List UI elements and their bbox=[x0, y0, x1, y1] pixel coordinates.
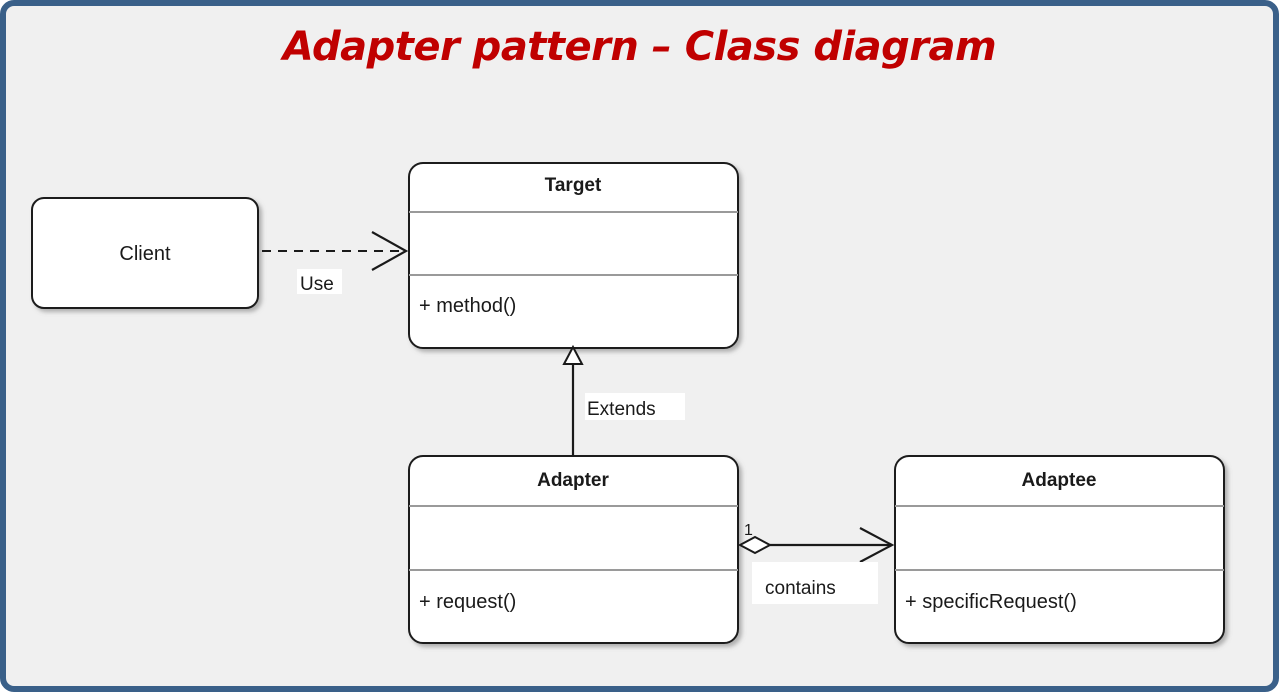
client-box[interactable] bbox=[31, 197, 259, 309]
node-adapter[interactable]: Adapter + request() bbox=[408, 455, 739, 644]
adaptee-methods: + specificRequest() bbox=[905, 591, 1077, 613]
edge-contains[interactable]: 1 contains bbox=[737, 522, 895, 604]
contains-multiplicity: 1 bbox=[744, 522, 753, 539]
use-label: Use bbox=[300, 274, 334, 295]
target-name: Target bbox=[545, 175, 602, 196]
adapter-methods: + request() bbox=[419, 591, 516, 613]
use-label-bg bbox=[297, 269, 342, 294]
contains-label: contains bbox=[765, 578, 836, 599]
adaptee-name: Adaptee bbox=[1022, 470, 1097, 491]
use-arrowhead-icon bbox=[371, 231, 409, 271]
aggregation-diamond-icon bbox=[737, 535, 773, 555]
node-target[interactable]: Target + method() bbox=[408, 162, 739, 349]
edge-use[interactable]: Use bbox=[262, 231, 409, 295]
contains-label-bg bbox=[752, 562, 878, 604]
extends-label: Extends bbox=[587, 399, 656, 420]
extends-label-bg bbox=[585, 393, 685, 420]
page-title: Adapter pattern – Class diagram bbox=[282, 24, 997, 70]
client-label: Client bbox=[119, 243, 171, 265]
adapter-name: Adapter bbox=[537, 470, 609, 491]
node-adaptee[interactable]: Adaptee + specificRequest() bbox=[894, 455, 1225, 644]
edge-extends[interactable]: Extends bbox=[562, 344, 685, 456]
contains-arrowhead-icon bbox=[859, 527, 895, 563]
target-methods: + method() bbox=[419, 295, 516, 317]
adaptee-box[interactable] bbox=[894, 455, 1225, 644]
node-client[interactable]: Client bbox=[31, 197, 259, 309]
generalization-triangle-icon bbox=[562, 344, 584, 365]
